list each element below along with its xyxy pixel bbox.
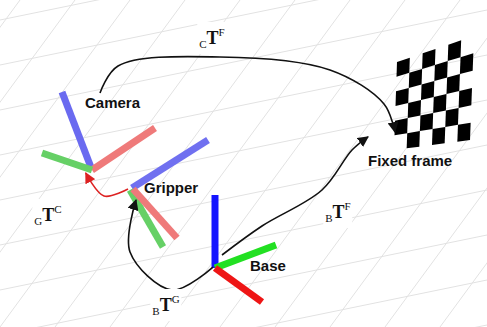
label-part: T bbox=[207, 28, 219, 48]
gripper-x-axis bbox=[133, 189, 177, 238]
transform-arrow bbox=[86, 173, 128, 196]
grid-line bbox=[55, 0, 295, 327]
frame-label: Camera bbox=[62, 93, 157, 173]
checker-square bbox=[396, 88, 409, 106]
checker-square bbox=[448, 40, 461, 61]
checker-square bbox=[432, 127, 445, 145]
frame-label: Gripper bbox=[128, 178, 208, 200]
checker-square bbox=[460, 53, 473, 74]
grid-line bbox=[0, 55, 487, 155]
label-part: G bbox=[172, 293, 180, 305]
checker-square bbox=[459, 88, 472, 108]
label-part: C bbox=[54, 203, 61, 215]
checker-square bbox=[445, 108, 458, 127]
label-part: C bbox=[199, 38, 206, 50]
label-part: T bbox=[160, 295, 172, 315]
grid-line bbox=[0, 145, 487, 245]
grid-line bbox=[220, 0, 460, 327]
checker-square bbox=[395, 118, 408, 135]
label-part: F bbox=[345, 200, 351, 212]
transform-label: BTF bbox=[323, 196, 352, 228]
transform-label: CTF bbox=[197, 22, 226, 54]
transform-arrow bbox=[100, 57, 395, 132]
checker-square bbox=[434, 61, 447, 81]
checker-square bbox=[397, 58, 410, 77]
frame-name: Camera bbox=[85, 94, 140, 112]
label-part: B bbox=[325, 212, 332, 224]
grid-line bbox=[0, 325, 487, 327]
frame-label: Base bbox=[213, 255, 303, 277]
frame-name: Fixed frame bbox=[368, 152, 452, 170]
grid-line bbox=[0, 190, 487, 290]
gripper-axes bbox=[130, 140, 208, 247]
camera-x-axis bbox=[92, 128, 155, 170]
camera-axes bbox=[42, 92, 155, 170]
transform-label: GTC bbox=[32, 199, 63, 231]
grid-line bbox=[0, 0, 487, 65]
camera-y-axis bbox=[42, 153, 92, 170]
grid-line bbox=[0, 0, 185, 327]
transform-arrow bbox=[128, 200, 213, 290]
grid-line bbox=[0, 235, 487, 327]
base-z-axis bbox=[212, 195, 219, 268]
frame-name: Base bbox=[250, 257, 286, 275]
checker-square bbox=[422, 49, 435, 69]
label-part: T bbox=[333, 202, 345, 222]
base-axes bbox=[215, 195, 276, 302]
grid-line bbox=[330, 0, 487, 327]
grid-line bbox=[0, 0, 130, 327]
label-part: F bbox=[219, 26, 225, 38]
checker-square bbox=[447, 74, 460, 94]
label-part: T bbox=[42, 205, 54, 225]
transform-label: BTG bbox=[150, 289, 181, 321]
checker-square bbox=[409, 69, 422, 88]
checker-square bbox=[457, 123, 470, 142]
grid-line bbox=[275, 0, 487, 327]
grid-line bbox=[0, 0, 240, 327]
grid-line bbox=[0, 10, 487, 110]
frame-name: Gripper bbox=[144, 179, 198, 197]
label-part: G bbox=[34, 215, 42, 227]
checker-square bbox=[407, 131, 420, 148]
checker-square bbox=[420, 113, 433, 131]
grid-line bbox=[0, 0, 487, 20]
frame-label: Fixed frame bbox=[368, 132, 480, 172]
label-part: B bbox=[152, 305, 159, 317]
checker-square bbox=[421, 81, 434, 100]
transform-arrow bbox=[222, 137, 368, 255]
checker-square bbox=[433, 94, 446, 113]
checker-square bbox=[408, 100, 421, 118]
checkerboard bbox=[395, 40, 474, 148]
grid-line bbox=[110, 0, 350, 327]
